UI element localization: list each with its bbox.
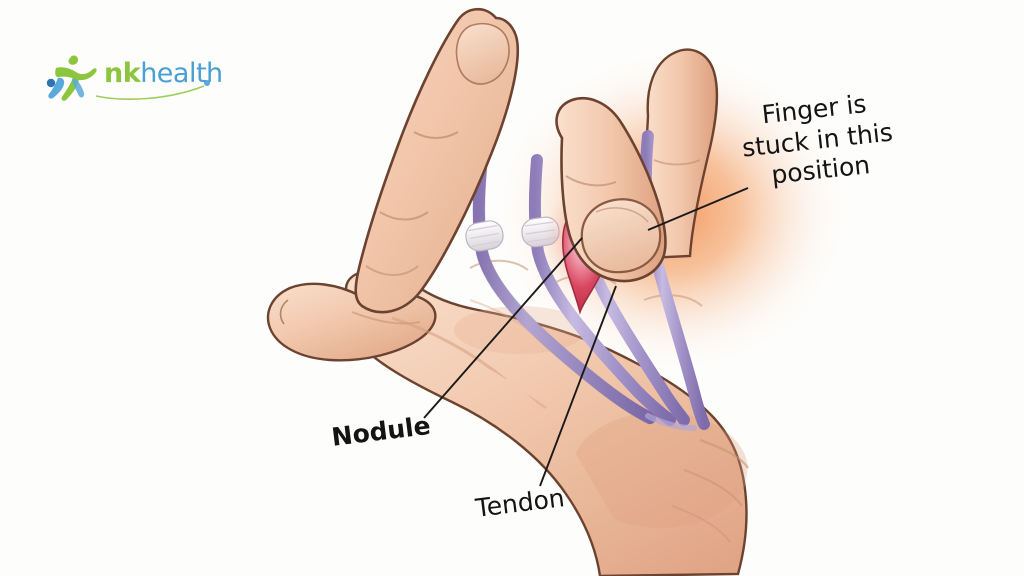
index-crease-pip <box>379 211 429 221</box>
logo-mark-running-person-icon <box>46 55 210 101</box>
knuckle-crease-1 <box>469 259 529 271</box>
palm-and-wrist <box>266 259 749 576</box>
knuckle-crease-3 <box>643 294 703 307</box>
leader-line-nodule <box>423 237 583 419</box>
middle-fingertip <box>580 198 662 274</box>
logo-wordmark: nkhealth <box>104 58 223 89</box>
thumb-nail-crease <box>279 299 289 325</box>
index-crease-dip <box>413 131 459 139</box>
leader-line-tendon <box>539 285 617 487</box>
tendon-convergence <box>645 413 697 431</box>
ring-finger-crease <box>653 159 701 166</box>
logo-text-nk: nk <box>104 58 141 89</box>
wrist-crease-2 <box>683 468 743 507</box>
middle-finger-stuck <box>555 97 667 283</box>
logo-text-health: health <box>140 58 223 89</box>
thumb-crease <box>351 311 421 325</box>
tendon-middle <box>528 154 676 426</box>
index-finger <box>354 7 519 314</box>
leader-line-finger-stuck <box>647 187 749 231</box>
leader-lines <box>423 187 749 487</box>
middle-fingertip-highlight <box>595 207 649 223</box>
nkhealth-logo[interactable]: nkhealth <box>44 52 234 104</box>
middle-finger-crease <box>565 175 617 187</box>
index-crease-mcp <box>365 265 419 276</box>
wrist-crease-1 <box>699 438 749 469</box>
index-fingertip <box>455 22 510 85</box>
annotation-finger-is-stuck: Finger is stuck in this position <box>740 89 895 190</box>
index-finger-shape <box>354 7 519 314</box>
wrist-crease-3 <box>671 505 731 543</box>
tendon-index <box>472 162 656 424</box>
